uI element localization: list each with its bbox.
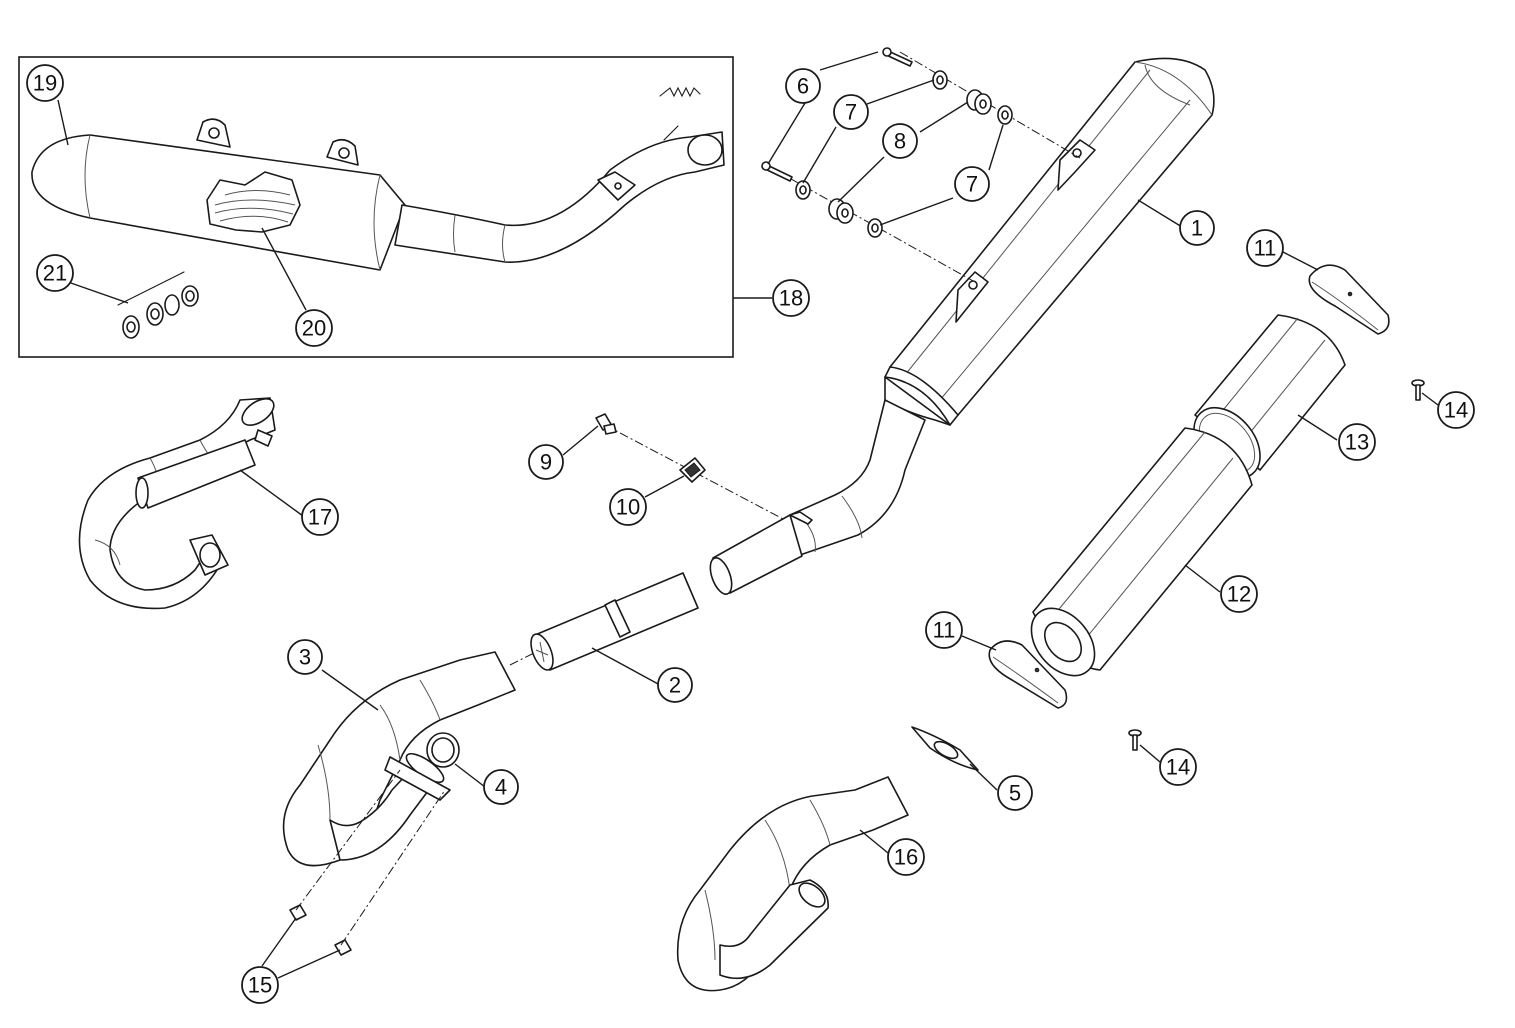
callout-15: 15	[241, 966, 279, 1004]
callout-2: 2	[657, 667, 693, 703]
callout-6-label: 6	[797, 74, 809, 99]
nuts-drawing	[289, 904, 352, 956]
callout-2-label: 2	[669, 673, 681, 698]
callout-16: 16	[887, 838, 925, 876]
callout-7b-label: 7	[966, 172, 978, 197]
callout-14b: 14	[1159, 748, 1197, 786]
header-pipe-drawing	[282, 651, 516, 867]
kit-frame	[18, 56, 734, 358]
callout-21-label: 21	[43, 261, 67, 286]
rivet-upper-drawing	[1411, 379, 1425, 401]
callout-15-label: 15	[248, 973, 272, 998]
callout-1-label: 1	[1191, 216, 1203, 241]
callout-4-label: 4	[495, 775, 507, 800]
callout-19: 19	[26, 64, 64, 102]
gasket-drawing	[911, 726, 979, 771]
clamp-upper-drawing	[1308, 264, 1390, 335]
callout-19-label: 19	[33, 71, 57, 96]
callout-6: 6	[785, 68, 821, 104]
main-silencer-drawing	[709, 57, 1215, 595]
callout-21: 21	[36, 254, 74, 292]
callout-17: 17	[301, 498, 339, 536]
callout-5: 5	[997, 775, 1033, 811]
callout-7b: 7	[954, 166, 990, 202]
callout-11a-label: 11	[1254, 236, 1277, 261]
clamp-lower-drawing	[988, 640, 1068, 709]
callout-4: 4	[483, 769, 519, 805]
kit-silencer-drawing	[31, 86, 725, 339]
rivet-lower-drawing	[1128, 729, 1142, 751]
callout-10: 10	[609, 488, 647, 526]
callout-12-label: 12	[1227, 582, 1251, 607]
callout-9-label: 9	[540, 450, 552, 475]
callout-13-label: 13	[1345, 430, 1369, 455]
callout-11a: 11	[1246, 229, 1284, 267]
callout-8: 8	[882, 123, 918, 159]
callout-7a-label: 7	[845, 100, 857, 125]
bolt-and-clip-drawing	[595, 413, 706, 483]
callout-9: 9	[528, 444, 564, 480]
callout-16-label: 16	[894, 845, 918, 870]
mid-pipe-drawing	[530, 572, 699, 671]
callout-14a: 14	[1437, 391, 1475, 429]
callout-13: 13	[1338, 423, 1376, 461]
callout-14a-label: 14	[1444, 398, 1468, 423]
callout-7a: 7	[833, 94, 869, 130]
callout-3: 3	[287, 639, 323, 675]
callout-11b: 11	[925, 611, 963, 649]
callout-1: 1	[1179, 210, 1215, 246]
callout-8-label: 8	[894, 129, 906, 154]
callout-10-label: 10	[616, 495, 640, 520]
callout-3-label: 3	[299, 645, 311, 670]
callout-20: 20	[295, 309, 333, 347]
inner-sleeve-drawing	[1030, 427, 1253, 677]
callout-17-label: 17	[308, 505, 332, 530]
callout-18: 18	[772, 279, 810, 317]
alt-header-16-drawing	[676, 776, 909, 992]
alt-header-17-drawing	[78, 397, 276, 610]
callout-12: 12	[1220, 575, 1258, 613]
callout-18-label: 18	[779, 286, 803, 311]
callout-11b-label: 11	[933, 618, 956, 643]
callout-5-label: 5	[1009, 781, 1021, 806]
callout-14b-label: 14	[1166, 755, 1190, 780]
callout-20-label: 20	[302, 316, 326, 341]
